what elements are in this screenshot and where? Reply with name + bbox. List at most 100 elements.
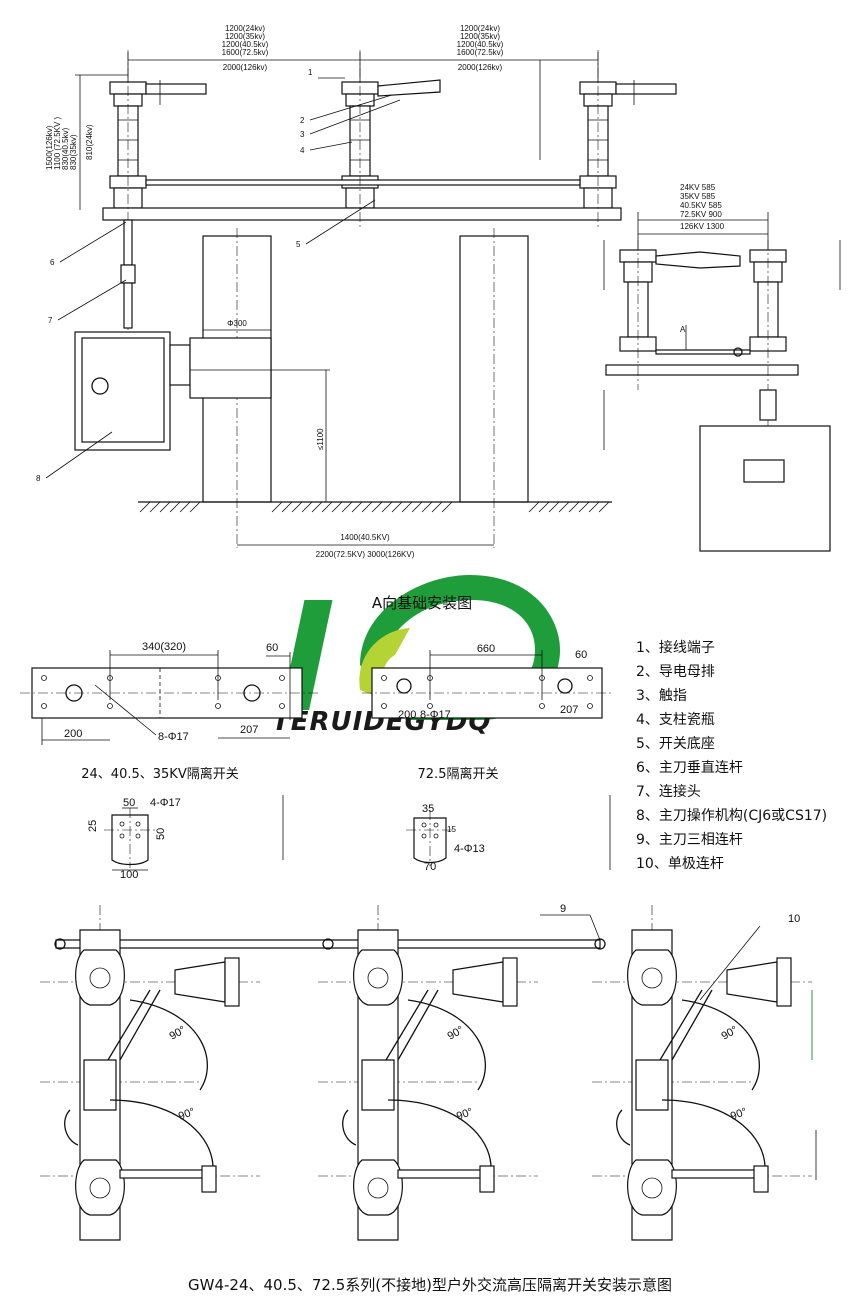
callout-4: 4 bbox=[300, 141, 353, 155]
legend-item-9: 9、主刀三相连杆 bbox=[636, 832, 743, 848]
legend-item-7: 7、连接头 bbox=[636, 783, 701, 800]
plate-left-left: 200 bbox=[64, 728, 82, 740]
detail-right: 35 15 4-Φ13 70 bbox=[406, 803, 485, 873]
insulator-column-1 bbox=[109, 80, 207, 209]
callout-5: 5 bbox=[296, 199, 376, 249]
side-view: 24KV 585 35KV 585 40.5KV 585 72.5KV 900 … bbox=[603, 183, 841, 552]
plate-right-caption: 72.5隔离开关 bbox=[418, 766, 499, 782]
detail-left-dim-3: 50 bbox=[155, 828, 167, 840]
legend-item-2: 2、导电母排 bbox=[636, 664, 715, 680]
plate-left-right: 207 bbox=[240, 724, 258, 736]
detail-right-dim-2: 4-Φ13 bbox=[454, 843, 485, 855]
side-dim-3: 72.5KV 900 bbox=[680, 210, 722, 219]
plate-right-end: 60 bbox=[575, 649, 587, 661]
bottom-title: GW4-24、40.5、72.5系列(不接地)型户外交流高压隔离开关安装示意图 bbox=[188, 1276, 672, 1294]
callout-3-label: 3 bbox=[300, 130, 305, 139]
support-pillar-right bbox=[459, 228, 529, 548]
legend-item-6: 6、主刀垂直连杆 bbox=[636, 759, 743, 776]
height-dim-4: 810(24kv) bbox=[85, 124, 94, 160]
legend-item-10: 10、单极连杆 bbox=[636, 856, 724, 872]
plate-left: 340(320) 60 200 207 8-Φ17 24、40.5、35KV隔离… bbox=[20, 641, 318, 782]
callout-6-label: 6 bbox=[50, 258, 55, 267]
legend-item-3: 3、触指 bbox=[636, 688, 687, 704]
pole-3-angle-upper: 90° bbox=[720, 1024, 740, 1043]
detail-left-dim-1: 4-Φ17 bbox=[150, 797, 181, 809]
side-dim-0: 24KV 585 bbox=[680, 183, 716, 192]
legend-item-8: 8、主刀操作机构(CJ6或CS17) bbox=[636, 808, 827, 824]
pole-1: 90° 90° bbox=[40, 905, 260, 1241]
span-left-dim-1: 1200(35kv) bbox=[225, 32, 265, 41]
height-limit-label: ≤1100 bbox=[316, 428, 325, 450]
parts-legend: 1、接线端子 2、导电母排 3、触指 4、支柱瓷瓶 5、开关底座 6、主刀垂直连… bbox=[636, 639, 827, 872]
plate-right-span: 660 bbox=[477, 643, 495, 655]
plate-right-holes: 8-Φ17 bbox=[420, 709, 451, 721]
height-dim-1: 1100 (72.5KV ) bbox=[53, 116, 62, 170]
height-dim-2: 830(40.5kv) bbox=[61, 127, 70, 170]
callout-6: 6 bbox=[50, 221, 127, 267]
side-dim-1: 35KV 585 bbox=[680, 192, 716, 201]
pole-3-angle-lower: 90° bbox=[729, 1106, 749, 1123]
span-left-dim-0: 1200(24kv) bbox=[225, 24, 265, 33]
plate-left-holes: 8-Φ17 bbox=[158, 731, 189, 743]
pole-3: 90° 90° bbox=[592, 905, 812, 1241]
base-dim-1: 2200(72.5KV) 3000(126KV) bbox=[316, 550, 415, 559]
legend-item-4: 4、支柱瓷瓶 bbox=[636, 712, 715, 728]
arrow-a-label: A bbox=[680, 325, 686, 334]
plate-right-left: 200 bbox=[398, 709, 416, 721]
pole-2: 90° 90° bbox=[318, 905, 538, 1241]
switch-base bbox=[102, 207, 622, 221]
plate-right-right: 207 bbox=[560, 704, 578, 716]
foundation-title: A向基础安装图 bbox=[372, 594, 472, 612]
plate-left-caption: 24、40.5、35KV隔离开关 bbox=[81, 766, 238, 782]
detail-right-dim-3: 70 bbox=[424, 861, 436, 873]
callout-8: 8 bbox=[36, 431, 113, 483]
span-right-dim-3: 1600(72.5kv) bbox=[457, 48, 504, 57]
side-dim-2: 40.5KV 585 bbox=[680, 201, 722, 210]
pole-1-angle-upper: 90° bbox=[168, 1024, 188, 1043]
detail-left: 50 4-Φ17 25 50 100 bbox=[87, 797, 181, 881]
plan-view: 9 10 90° 90° bbox=[40, 795, 817, 1241]
span-left-dim-2: 1200(40.5kv) bbox=[222, 40, 269, 49]
pole-2-angle-lower: 90° bbox=[455, 1106, 475, 1123]
plate-left-end: 60 bbox=[266, 642, 278, 654]
span-left-dim-3: 1600(72.5kv) bbox=[222, 48, 269, 57]
detail-left-dim-2: 25 bbox=[87, 820, 99, 832]
plate-right: 660 60 200 207 8-Φ17 72.5隔离开关 bbox=[362, 643, 612, 782]
span-right-dim-2: 1200(40.5kv) bbox=[457, 40, 504, 49]
callout-7: 7 bbox=[48, 279, 127, 325]
height-dims: 1500(126kv) 1100 (72.5KV ) 830(40.5kv) 8… bbox=[45, 116, 94, 170]
operating-mechanism bbox=[74, 331, 191, 451]
callout-8-label: 8 bbox=[36, 474, 41, 483]
span-right-dim-4: 2000(126kv) bbox=[458, 63, 503, 72]
span-right-dim-0: 1200(24kv) bbox=[460, 24, 500, 33]
height-dim-3: 830(35kv) bbox=[69, 134, 78, 170]
insulator-column-3 bbox=[579, 80, 677, 209]
top-elevation-view: 1200(24kv) 1200(35kv) 1200(40.5kv) 1600(… bbox=[36, 24, 677, 559]
insulator-column-2 bbox=[341, 79, 441, 209]
span-left-dim-4: 2000(126kv) bbox=[223, 63, 268, 72]
pillar-dia-label: Φ300 bbox=[227, 319, 247, 328]
callout-4-label: 4 bbox=[300, 146, 305, 155]
callout-2-label: 2 bbox=[300, 116, 305, 125]
plate-left-span: 340(320) bbox=[142, 641, 186, 653]
callout-1-label: 1 bbox=[308, 68, 313, 77]
legend-item-5: 5、开关底座 bbox=[636, 736, 715, 752]
support-pillar-left: Φ300 bbox=[189, 228, 330, 548]
detail-right-dim-0: 35 bbox=[422, 803, 434, 815]
callout-2: 2 bbox=[300, 94, 393, 125]
side-dim-4: 126KV 1300 bbox=[680, 222, 725, 231]
detail-left-dim-0: 50 bbox=[123, 797, 135, 809]
callout-7-label: 7 bbox=[48, 316, 53, 325]
callout-10-label: 10 bbox=[788, 913, 800, 925]
callout-1: 1 bbox=[308, 68, 345, 79]
callout-3: 3 bbox=[300, 99, 401, 139]
detail-right-dim-1: 15 bbox=[447, 825, 456, 834]
span-right-dim-1: 1200(35kv) bbox=[460, 32, 500, 41]
pole-1-angle-lower: 90° bbox=[177, 1106, 197, 1123]
callout-5-label: 5 bbox=[296, 240, 301, 249]
callout-9-label: 9 bbox=[560, 903, 566, 915]
detail-left-dim-4: 100 bbox=[120, 869, 138, 881]
base-dim-0: 1400(40.5KV) bbox=[340, 533, 390, 542]
pole-2-angle-upper: 90° bbox=[446, 1024, 466, 1043]
